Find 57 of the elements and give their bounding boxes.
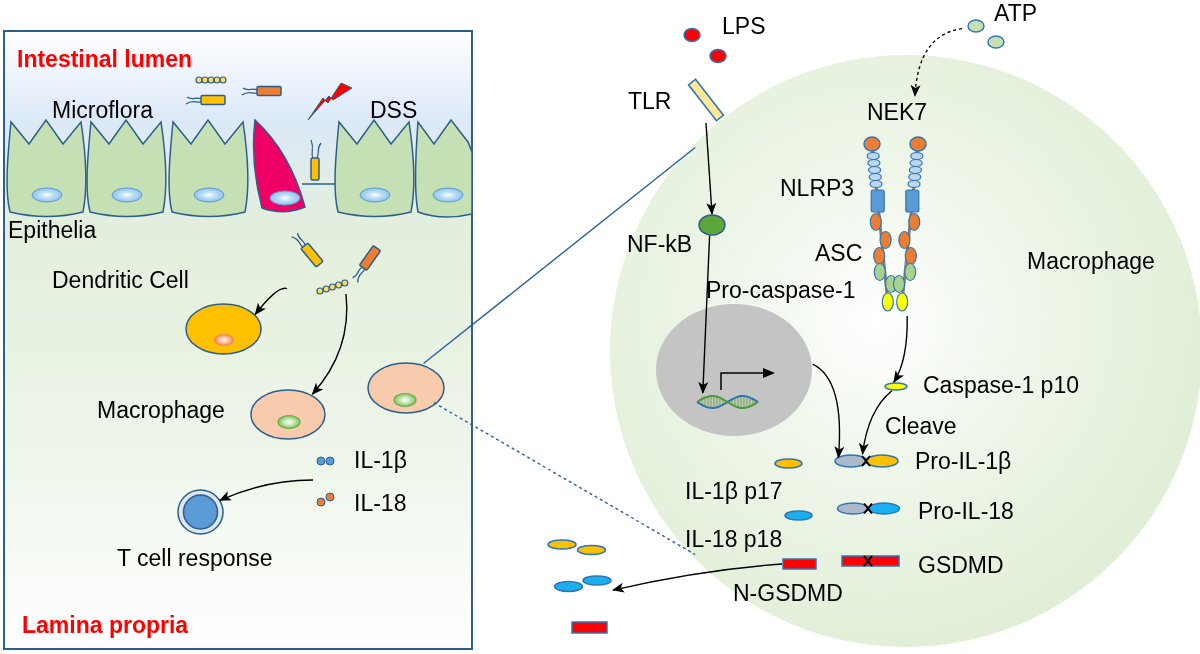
cytokine-label: IL-18 — [354, 490, 407, 516]
arrow — [311, 293, 348, 395]
macrophage-cell — [367, 362, 445, 414]
arrow — [910, 27, 963, 97]
text-label: TLR — [628, 88, 672, 114]
t-cell — [177, 489, 224, 535]
text-label: T cell response — [117, 545, 273, 571]
text-label: GSDMD — [918, 552, 1004, 578]
molecule-label: ATP — [994, 0, 1038, 26]
region-heading: Lamina propria — [22, 612, 189, 638]
text-label: Pro-caspase-1 — [706, 277, 856, 303]
text-label: IL-18 p18 — [685, 526, 783, 552]
text-label: Pro-IL-18 — [918, 498, 1014, 524]
dna-icon — [696, 393, 759, 411]
released-proteins-drawing — [545, 538, 613, 635]
text-label: NLRP3 — [780, 175, 855, 201]
receptor-bar — [685, 77, 727, 123]
text-label: Epithelia — [8, 217, 97, 243]
macrophage-cell — [610, 55, 1200, 647]
arrow — [893, 315, 908, 383]
text-label: ASC — [815, 240, 863, 266]
cytokine-label: IL-1β — [354, 447, 407, 473]
cleavable-protein-drawing — [834, 454, 899, 468]
text-label: N-GSDMD — [733, 580, 843, 606]
text-label: Caspase-1 p10 — [923, 372, 1079, 398]
text-label: LPS — [722, 13, 766, 39]
text-label: DSS — [370, 97, 418, 123]
protein-ellipse — [774, 458, 803, 469]
protein-bar — [841, 555, 900, 567]
text-label: NF-kB — [627, 231, 693, 257]
text-label: Macrophage — [97, 397, 225, 423]
text-label: Pro-IL-1β — [915, 448, 1012, 474]
arrow — [705, 122, 717, 215]
arrow — [859, 390, 893, 456]
text-label: Dendritic Cell — [52, 267, 189, 293]
text-label: IL-1β p17 — [685, 478, 783, 504]
connector-line — [433, 402, 696, 556]
protein-bar — [782, 558, 817, 570]
edge-label: Cleave — [885, 413, 957, 439]
arrow — [612, 563, 783, 593]
text-label: Microflora — [52, 97, 153, 123]
protein-ellipse — [884, 382, 908, 391]
cell-label: Macrophage — [1027, 248, 1155, 274]
region-heading: Intestinal lumen — [17, 46, 193, 72]
protein-ellipse — [698, 214, 726, 236]
nucleus — [655, 303, 813, 437]
arrow — [254, 287, 288, 316]
arrow — [698, 235, 711, 394]
arrow — [812, 363, 845, 459]
arrow — [218, 479, 314, 501]
protein-ellipse — [784, 510, 813, 521]
dendritic-cell — [185, 303, 262, 355]
protein-label: NEK7 — [867, 99, 928, 125]
tissue-panel — [3, 30, 473, 650]
macrophage-cell — [250, 389, 326, 440]
cleavable-protein-drawing — [837, 502, 900, 515]
connector-line — [422, 146, 696, 365]
